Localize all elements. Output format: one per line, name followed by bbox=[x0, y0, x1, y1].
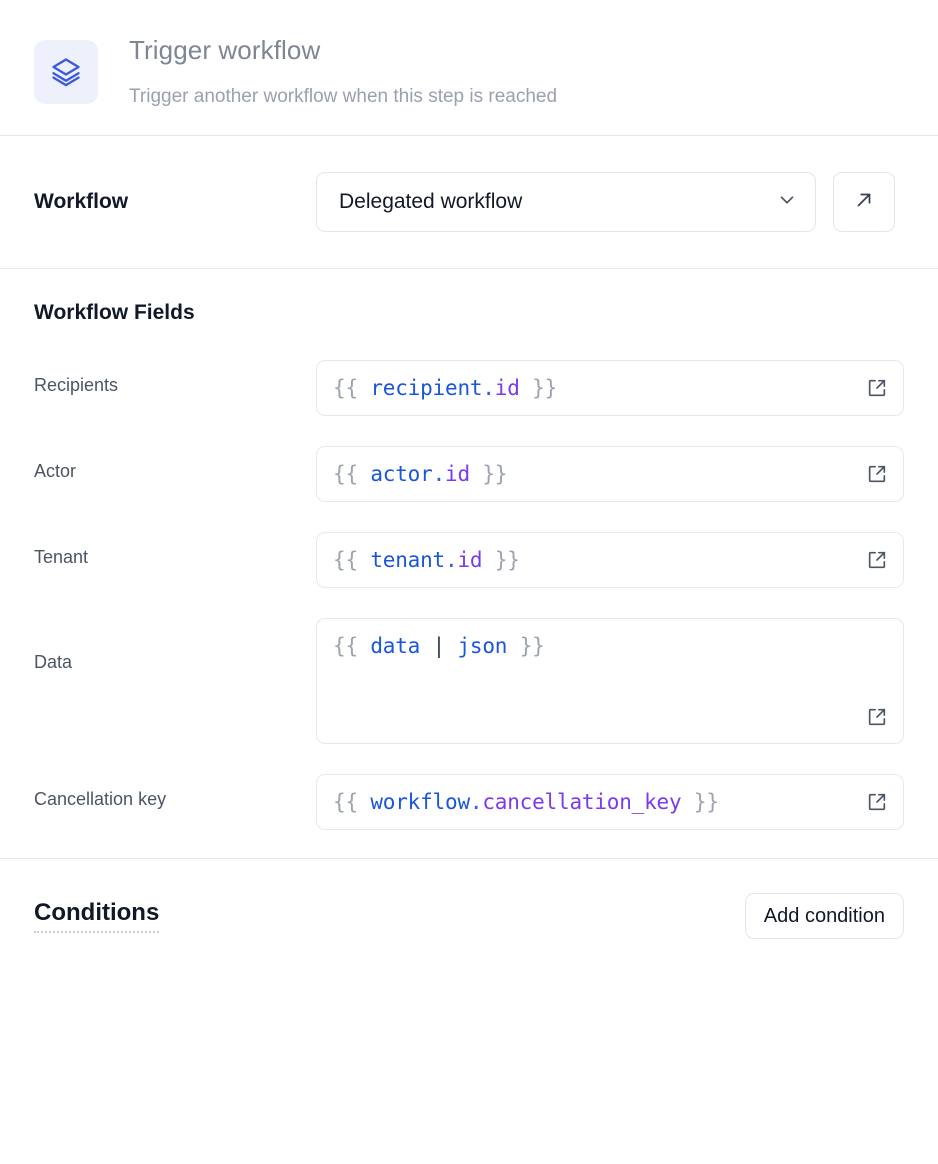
divider-header bbox=[0, 135, 938, 137]
header-text-block: Trigger workflow Trigger another workflo… bbox=[129, 30, 557, 109]
field-editor-tenant[interactable]: {{ tenant.id }} bbox=[316, 532, 904, 589]
field-editor-cancellation-key[interactable]: {{ workflow.cancellation_key }} bbox=[316, 774, 904, 831]
field-row: Recipients {{ recipient.id }} bbox=[34, 360, 904, 417]
external-link-icon[interactable] bbox=[865, 376, 889, 400]
conditions-title: Conditions bbox=[34, 899, 160, 934]
workflow-select-value: Delegated workflow bbox=[339, 190, 523, 214]
external-link-icon[interactable] bbox=[865, 462, 889, 486]
template-expression: {{ actor.id }} bbox=[333, 462, 508, 487]
field-editor-recipients[interactable]: {{ recipient.id }} bbox=[316, 360, 904, 417]
trigger-workflow-panel: Trigger workflow Trigger another workflo… bbox=[0, 0, 938, 940]
template-expression: {{ tenant.id }} bbox=[333, 548, 520, 573]
panel-header: Trigger workflow Trigger another workflo… bbox=[0, 0, 938, 135]
workflow-row: Workflow Delegated workflow bbox=[0, 136, 938, 268]
field-label: Data bbox=[34, 652, 73, 673]
add-condition-button[interactable]: Add condition bbox=[744, 893, 904, 940]
template-expression: {{ data | json }} bbox=[333, 634, 545, 659]
workflow-fields-section: Workflow Fields Recipients {{ recipient.i… bbox=[0, 269, 938, 858]
external-link-icon[interactable] bbox=[865, 548, 889, 572]
layers-icon bbox=[34, 40, 98, 104]
open-workflow-button[interactable] bbox=[833, 172, 895, 233]
field-row: Cancellation key {{ workflow.cancellation… bbox=[34, 774, 904, 831]
external-link-icon[interactable] bbox=[865, 705, 889, 729]
field-label: Cancellation key bbox=[34, 789, 167, 810]
chevron-down-icon bbox=[776, 189, 798, 216]
external-link-icon[interactable] bbox=[865, 790, 889, 814]
page-title: Trigger workflow bbox=[129, 35, 321, 65]
field-row: Actor {{ actor.id }} bbox=[34, 446, 904, 503]
template-expression: {{ recipient.id }} bbox=[333, 376, 558, 401]
workflow-fields-title: Workflow Fields bbox=[34, 301, 195, 325]
fields-list: Recipients {{ recipient.id }} Actor {{ acto… bbox=[34, 360, 904, 831]
field-row: Data {{ data | json }} bbox=[34, 618, 904, 745]
field-editor-data[interactable]: {{ data | json }} bbox=[316, 618, 904, 745]
workflow-select-group: Delegated workflow bbox=[316, 172, 904, 233]
field-label: Recipients bbox=[34, 375, 119, 396]
workflow-label: Workflow bbox=[34, 190, 129, 214]
arrow-up-right-icon bbox=[853, 189, 875, 216]
field-label: Actor bbox=[34, 461, 77, 482]
workflow-select[interactable]: Delegated workflow bbox=[316, 172, 816, 233]
page-subtitle: Trigger another workflow when this step … bbox=[129, 85, 558, 107]
divider-workflow bbox=[0, 268, 938, 270]
divider-fields bbox=[0, 858, 938, 860]
field-label: Tenant bbox=[34, 547, 89, 568]
template-expression: {{ workflow.cancellation_key }} bbox=[333, 790, 719, 815]
conditions-section: Conditions Add condition bbox=[0, 859, 938, 940]
field-row: Tenant {{ tenant.id }} bbox=[34, 532, 904, 589]
field-editor-actor[interactable]: {{ actor.id }} bbox=[316, 446, 904, 503]
